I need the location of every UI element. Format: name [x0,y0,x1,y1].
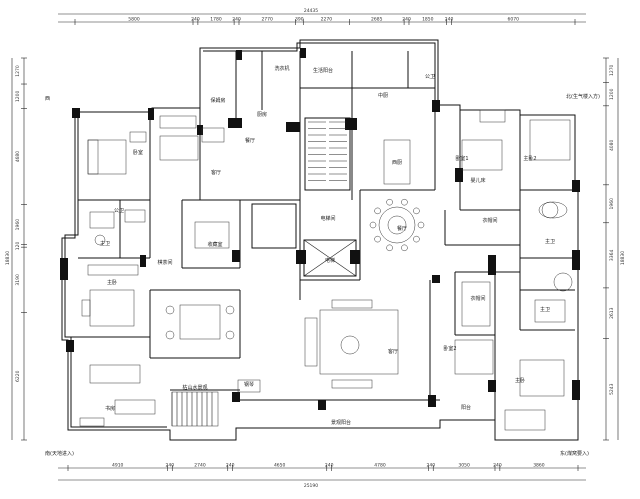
structural-columns [60,48,580,410]
right-dimension-segment: 2613 [609,307,615,319]
right-dimension-segment: 4080 [609,139,615,151]
left-dimension-segment: 1270 [15,65,21,77]
left-dimension-segment: 4680 [15,151,21,163]
right-total-dimension: 18830 [620,251,626,265]
label-collection-room: 收藏室 [207,241,222,248]
bottom-dimension-segment: 4910 [112,463,124,469]
bottom-dimension-segment: 3860 [533,463,545,469]
label-master-bedroom2: 主卧2 [523,155,536,162]
label-living-room-main: 客厅 [388,348,398,355]
label-study: 书房 [105,405,115,412]
top-dimension-segment: 1850 [422,17,434,23]
right-dimension-segment: 3364 [609,249,615,261]
label-toilet: 公卫 [425,74,435,80]
top-dimension-segment: 2770 [261,17,273,23]
label-dry-landscape: 枯山水景观 [182,384,207,391]
top-dimension-segment: 240 [232,17,241,23]
dining-chair [386,198,393,206]
label-piano: 钢琴 [244,381,254,388]
bottom-dimension-segment: 240 [226,463,235,469]
top-dimension-segment: 240 [445,17,454,23]
left-total-dimension: 18830 [5,251,11,265]
furniture [79,109,573,431]
label-master-bedroom-west: 主卧 [107,279,117,286]
right-dimension-segment: 1270 [609,64,615,76]
bottom-dimension-segment: 4650 [274,463,286,469]
bottom-dimension-segment: 240 [493,463,502,469]
label-cloakroom-ne: 衣帽间 [482,217,497,224]
room-labels: 生活阳台 洗衣机 保姆房 厨房 餐厅 中厨 西厨 公卫 卧室 客厅 公卫 主卫 … [100,65,555,426]
label-living-balcony: 生活阳台 [313,67,333,74]
label-cloakroom-e: 衣帽间 [470,295,485,302]
bottom-dimension-segment: 4780 [374,463,386,469]
dining-chair [369,221,377,229]
dining-chair [401,198,408,206]
left-dimension-segment: 120 [15,241,21,250]
label-master-wc-e: 主卫 [540,306,550,313]
dining-chair [413,207,420,215]
top-dimension-segment: 5800 [128,17,140,23]
left-dimension-segment: 1200 [15,90,21,102]
left-dimension-segment: 6220 [15,370,21,382]
bottom-dimension-segment: 240 [166,463,175,469]
label-west-kitchen: 西厨 [392,160,402,166]
label-master-wc-west: 主卫 [100,240,110,247]
right-dimension-segment: 1200 [609,88,615,100]
label-living-room-west: 客厅 [211,169,221,176]
label-dining-small: 餐厅 [245,137,255,144]
orientation-south-east: 东(煤窝要入) [560,450,589,457]
bottom-dimension-segment: 2740 [194,463,206,469]
top-total-dimension: 24435 [304,8,318,14]
left-dimension-segment: 3190 [15,274,21,286]
left-dimension-segment: 1960 [15,219,21,231]
dining-chair [374,235,381,243]
top-dimension-segment: 240 [402,17,411,23]
right-dimension-segment: 5243 [609,383,615,395]
top-dimension-segment: 2270 [321,17,333,23]
label-public-wc: 公卫 [114,208,124,214]
bottom-dimension-segment: 240 [427,463,436,469]
label-middle-kitchen: 中厨 [378,92,388,99]
label-dining-room: 餐厅 [397,225,407,232]
bottom-dimension-segment: 240 [325,463,334,469]
dining-chair [413,235,420,243]
label-elevator: 电梯 [325,257,335,264]
label-secondary-bedroom: 卧室 [133,149,143,156]
bottom-dimension-segment: 3050 [458,463,470,469]
orientation-south-west: 南(天地进入) [45,450,74,457]
label-baby-room: 婴儿床 [470,177,485,184]
dining-chair [386,244,393,252]
label-bedroom1: 卧室1 [455,155,468,162]
label-landscape-balcony: 景观阳台 [331,419,351,426]
top-dimension-segment: 6070 [508,17,520,23]
stair-core [251,117,357,277]
label-laundry: 洗衣机 [274,65,289,72]
top-dimension-segment: 390 [295,17,304,23]
right-dimension-segment: 1960 [609,198,615,210]
label-tea-room: 棋茶间 [157,259,172,266]
label-master-wc-ne: 主卫 [545,238,555,245]
dimension-lines: 24435 5800 240 1780 240 2770 390 2270 2685 240 18… [5,8,626,489]
dining-chair [374,207,381,215]
bottom-total-dimension: 25190 [304,483,318,489]
top-dimension-segment: 1780 [210,17,222,23]
label-kitchen-small: 厨房 [257,111,267,118]
label-bedroom2: 卧室2 [443,345,456,352]
dining-chair [401,244,408,252]
label-elevator-hall: 电梯间 [320,215,335,222]
label-maid-room: 保姆房 [210,97,225,104]
orientation-west: 西 [45,96,50,102]
orientation-north-east: 北(生气楼入方) [566,93,600,100]
top-dimension-segment: 240 [191,17,200,23]
label-master-bedroom-east: 主卧 [515,377,525,384]
dining-chair [417,221,425,229]
top-dimension-segment: 2685 [371,17,383,23]
interior-walls [65,51,575,420]
label-balcony: 阳台 [461,404,471,411]
